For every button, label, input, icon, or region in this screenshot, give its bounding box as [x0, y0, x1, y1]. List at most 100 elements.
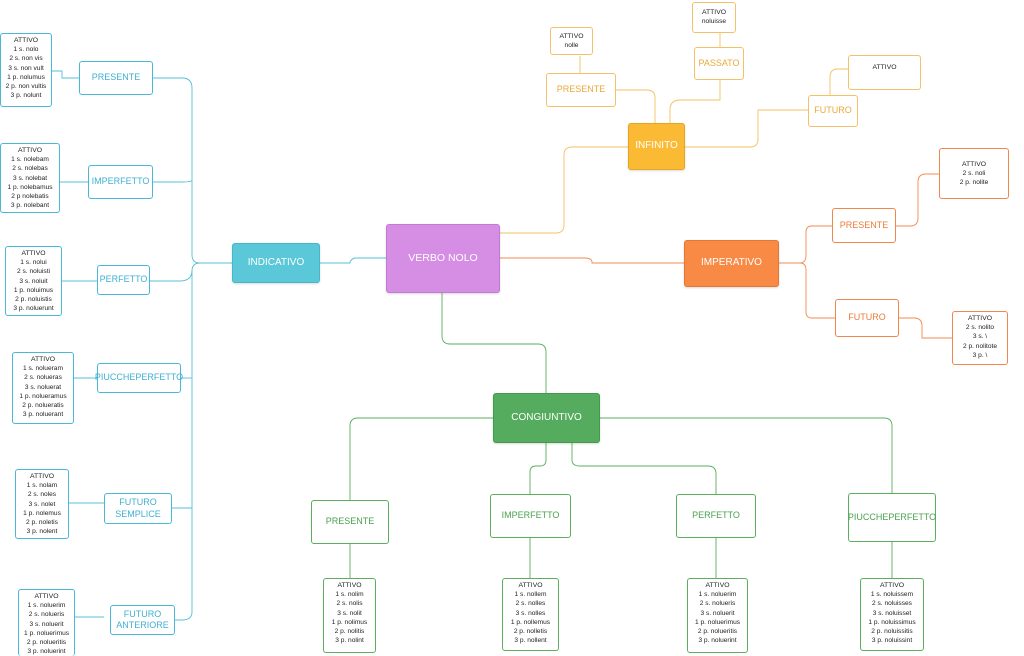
congiuntivo-node[interactable]: CONGIUNTIVO	[493, 393, 600, 443]
imperativo-futuro-table: ATTIVO 2 s. nolito 3 s. \ 2 p. nolitote …	[952, 311, 1008, 365]
congiuntivo-presente-node[interactable]: PRESENTE	[311, 500, 389, 544]
table-row: 2 p. nolueratis	[22, 402, 64, 410]
congiuntivo-imperfetto-node[interactable]: IMPERFETTO	[490, 494, 571, 538]
infinito-futuro-node[interactable]: FUTURO	[808, 95, 858, 127]
indicativo-piuccheperfetto-node[interactable]: PIUCCHEPERFETTO	[94, 363, 184, 393]
indicativo-piuccheperfetto-label: PIUCCHEPERFETTO	[94, 372, 184, 383]
table-row: 3 s. noluisset	[872, 609, 912, 617]
imperativo-futuro-node[interactable]: FUTURO	[835, 299, 899, 337]
indicativo-node[interactable]: INDICATIVO	[232, 243, 320, 283]
infinito-node[interactable]: INFINITO	[628, 123, 685, 170]
table-row: 2 p. nolite	[959, 179, 989, 187]
indicativo-imperfetto-table: ATTIVO 1 s. nolebam 2 s. nolebas 3 s. no…	[0, 143, 60, 213]
table-row: noluisse	[701, 18, 727, 26]
indicativo-perfetto-node[interactable]: PERFETTO	[97, 265, 150, 295]
table-row: 3 s. noluerit	[29, 620, 64, 628]
table-row: 3 p. nolebant	[10, 202, 50, 210]
root-node[interactable]: VERBO NOLO	[386, 224, 500, 293]
congiuntivo-piuccheperfetto-table: ATTIVO 1 s. noluissem 2 s. noluisses 3 s…	[860, 578, 924, 651]
table-row: 3 p. nolent	[26, 528, 58, 536]
congiuntivo-presente-label: PRESENTE	[325, 516, 375, 527]
table-row: 2 p. nolletis	[513, 628, 548, 636]
infinito-passato-table: ATTIVO noluisse	[692, 2, 736, 33]
imperativo-presente-node[interactable]: PRESENTE	[832, 208, 896, 243]
table-title: ATTIVO	[34, 593, 59, 600]
table-row: 3 s. nolit	[337, 609, 362, 617]
table-row: 2 s. nolueris	[699, 600, 736, 608]
table-row: 1 p. nolebamus	[7, 183, 53, 191]
congiuntivo-label: CONGIUNTIVO	[511, 411, 582, 423]
congiuntivo-perfetto-node[interactable]: PERFETTO	[676, 494, 756, 538]
table-row: 2 s. noli	[962, 170, 986, 178]
indicativo-imperfetto-node[interactable]: IMPERFETTO	[88, 165, 153, 199]
table-row: 1 s. nolueram	[23, 365, 63, 373]
table-row: 2 p. noluistis	[15, 296, 52, 304]
table-row: 2 s. nolis	[336, 600, 363, 608]
table-row: 2 p. noluissitis	[871, 628, 913, 636]
table-row: 1 p. nolumus	[7, 73, 45, 81]
table-row: 1 s. noluissem	[870, 591, 914, 599]
table-row: 2 p. nolueritis	[26, 639, 67, 647]
table-row: 2 s. non vis	[9, 55, 43, 63]
indicativo-label: INDICATIVO	[247, 256, 305, 268]
table-title: ATTIVO	[879, 582, 905, 589]
table-title: ATTIVO	[337, 582, 362, 589]
table-row: 3 s. noluerat	[24, 383, 62, 391]
table-row: 2 s. nolles	[515, 600, 546, 608]
futuro-semplice-label-line-2: SEMPLICE	[115, 508, 161, 519]
infinito-presente-label: PRESENTE	[556, 84, 606, 95]
infinito-presente-table: ATTIVO nolle	[550, 27, 593, 55]
table-row: 1 s. noluerim	[698, 591, 737, 599]
table-row: 2 s. noles	[27, 491, 57, 499]
table-title: ATTIVO	[17, 147, 43, 154]
indicativo-futuro-anteriore-node[interactable]: FUTURO ANTERIORE	[110, 605, 175, 635]
indicativo-perfetto-table: ATTIVO 1 s. nolui 2 s. noluisti 3 s. nol…	[5, 246, 62, 316]
table-row: 1 s. nolim	[335, 591, 364, 599]
table-title: ATTIVO	[967, 315, 993, 322]
root-label: VERBO NOLO	[408, 251, 478, 264]
table-row: 3 p. noluerant	[22, 411, 64, 419]
table-title: ATTIVO	[559, 33, 584, 40]
table-title: ATTIVO	[29, 473, 55, 480]
table-row: 1 p. nolimus	[331, 618, 368, 626]
congiuntivo-piuccheperfetto-label: PIUCCHEPERFETTO	[847, 511, 937, 522]
table-row: 2 s. noluisti	[17, 268, 50, 276]
table-row: 1 p. noluimus	[13, 286, 54, 294]
table-row: 1 s. nolui	[20, 259, 47, 267]
table-row: 2 p. non vultis	[5, 83, 47, 91]
table-row: 1 p. noluerimus	[694, 618, 741, 626]
table-row: 2 p nolebatis	[11, 193, 49, 201]
table-row: 3 s. noluit	[19, 277, 48, 285]
table-title: ATTIVO	[13, 37, 39, 44]
indicativo-futuro-semplice-node[interactable]: FUTURO SEMPLICE	[104, 493, 172, 524]
congiuntivo-presente-table: ATTIVO 1 s. nolim 2 s. nolis 3 s. nolit …	[323, 578, 376, 653]
indicativo-presente-node[interactable]: PRESENTE	[79, 61, 153, 95]
table-row: 3 p. noluerint	[27, 648, 66, 656]
table-row: 2 s. noluisses	[872, 600, 912, 608]
table-title: ATTIVO	[30, 356, 56, 363]
futuro-anteriore-label-line-2: ANTERIORE	[116, 620, 169, 630]
imperativo-node[interactable]: IMPERATIVO	[684, 240, 779, 287]
table-row: 2 p. nolitis	[334, 628, 365, 636]
table-row: 3 p. nolunt	[10, 92, 42, 100]
table-row: 3 p. nolint	[335, 637, 364, 645]
congiuntivo-piuccheperfetto-node[interactable]: PIUCCHEPERFETTO	[848, 493, 936, 542]
table-title: ATTIVO	[705, 582, 730, 589]
table-row: 1 p. nolueramus	[19, 392, 67, 400]
table-row: 1 p. noluerimus	[23, 629, 70, 637]
infinito-label: INFINITO	[635, 140, 678, 152]
table-row: 3 s. non vult	[8, 64, 44, 72]
table-row: 2 p. noletis	[26, 519, 58, 527]
table-row: 3 s. nolet	[28, 500, 56, 508]
table-row: 2 s. nolueras	[24, 374, 62, 382]
congiuntivo-connectors	[349, 293, 893, 578]
infinito-presente-node[interactable]: PRESENTE	[546, 73, 616, 107]
table-row: 1 s. nolebam	[11, 156, 49, 164]
imperativo-presente-label: PRESENTE	[839, 219, 889, 230]
imperativo-presente-table: ATTIVO 2 s. noli 2 p. nolite	[939, 148, 1009, 199]
infinito-passato-node[interactable]: PASSATO	[694, 47, 744, 80]
table-row: 2 p. nolueritis	[697, 628, 738, 636]
table-row: 2 s. nolito	[965, 324, 995, 332]
table-row: 1 s. noluerim	[27, 602, 66, 610]
congiuntivo-perfetto-label: PERFETTO	[692, 510, 740, 521]
